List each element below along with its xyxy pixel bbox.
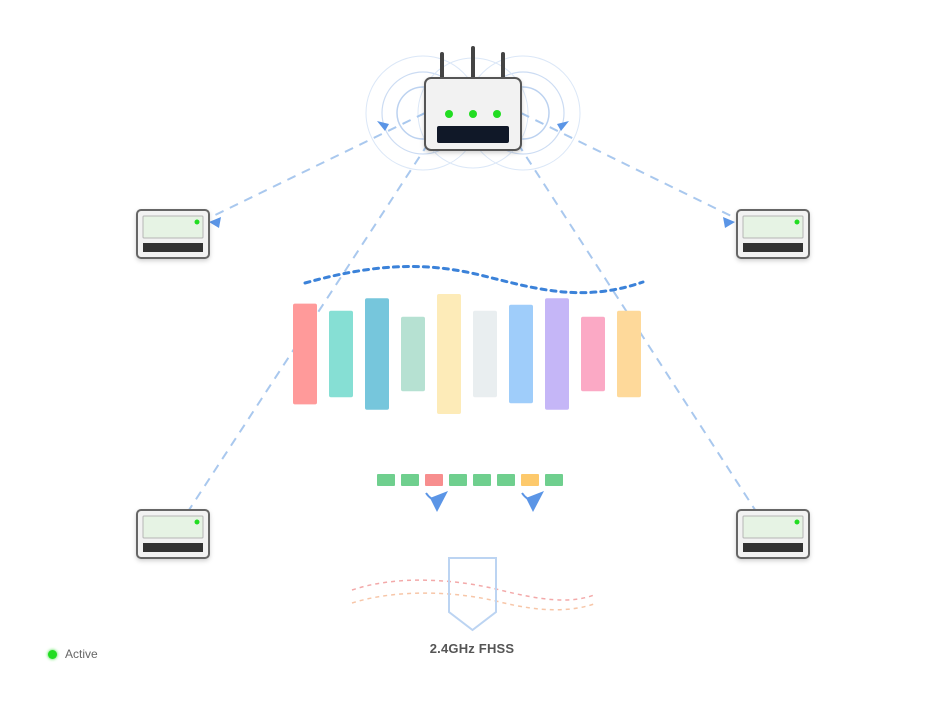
- hop-arrows: [425, 491, 544, 512]
- channel-bar: [329, 310, 353, 398]
- legend-active-dot-icon: [48, 649, 57, 659]
- channel-bar: [545, 298, 569, 410]
- router-led: [493, 110, 501, 118]
- link-arrows: [209, 121, 735, 228]
- device-led: [794, 519, 800, 525]
- device-screen: [142, 515, 204, 539]
- device-bottom-right: [736, 509, 810, 559]
- device-led: [194, 519, 200, 525]
- device-screen: [142, 215, 204, 239]
- device-slot: [143, 243, 203, 252]
- device-screen: [742, 515, 804, 539]
- link-lines: [171, 112, 773, 537]
- hop-arrow-icon: [526, 491, 544, 512]
- arrow-icon: [723, 217, 735, 228]
- hop-slot: [401, 474, 419, 486]
- frequency-wave: [303, 264, 645, 295]
- hop-slot: [545, 474, 563, 486]
- channel-bar: [509, 304, 533, 404]
- hop-slot: [449, 474, 467, 486]
- arrow-icon: [209, 217, 221, 228]
- channel-bar: [437, 294, 461, 414]
- device-slot: [743, 243, 803, 252]
- channel-bar: [617, 310, 641, 398]
- link-top-right: [520, 112, 773, 237]
- channel-bar: [581, 316, 605, 392]
- hop-slot: [497, 474, 515, 486]
- hop-arrow-icon: [430, 491, 448, 512]
- hop-slot: [425, 474, 443, 486]
- shield-icon: [448, 557, 497, 632]
- arrow-icon: [377, 121, 389, 131]
- legend-label: Active: [65, 647, 98, 661]
- device-top-right: [736, 209, 810, 259]
- device-led: [794, 219, 800, 225]
- channel-bar: [365, 298, 389, 410]
- hop-slot: [521, 474, 539, 486]
- device-slot: [743, 543, 803, 552]
- channel-bar: [293, 303, 317, 405]
- device-top-left: [136, 209, 210, 259]
- channel-bars: [293, 294, 641, 414]
- hop-slots: [377, 474, 563, 486]
- router-led: [445, 110, 453, 118]
- legend: Active: [48, 647, 98, 661]
- router-icon: [424, 46, 522, 151]
- device-slot: [143, 543, 203, 552]
- interference-waves: [351, 579, 595, 611]
- arrow-icon: [557, 121, 569, 131]
- device-led: [194, 219, 200, 225]
- devices: [136, 209, 810, 559]
- device-screen: [742, 215, 804, 239]
- hop-slot: [473, 474, 491, 486]
- hop-slot: [377, 474, 395, 486]
- channel-bar: [401, 316, 425, 392]
- caption-frequency: 2.4GHz FHSS: [429, 641, 515, 656]
- device-bottom-left: [136, 509, 210, 559]
- router-led: [469, 110, 477, 118]
- channel-bar: [473, 310, 497, 398]
